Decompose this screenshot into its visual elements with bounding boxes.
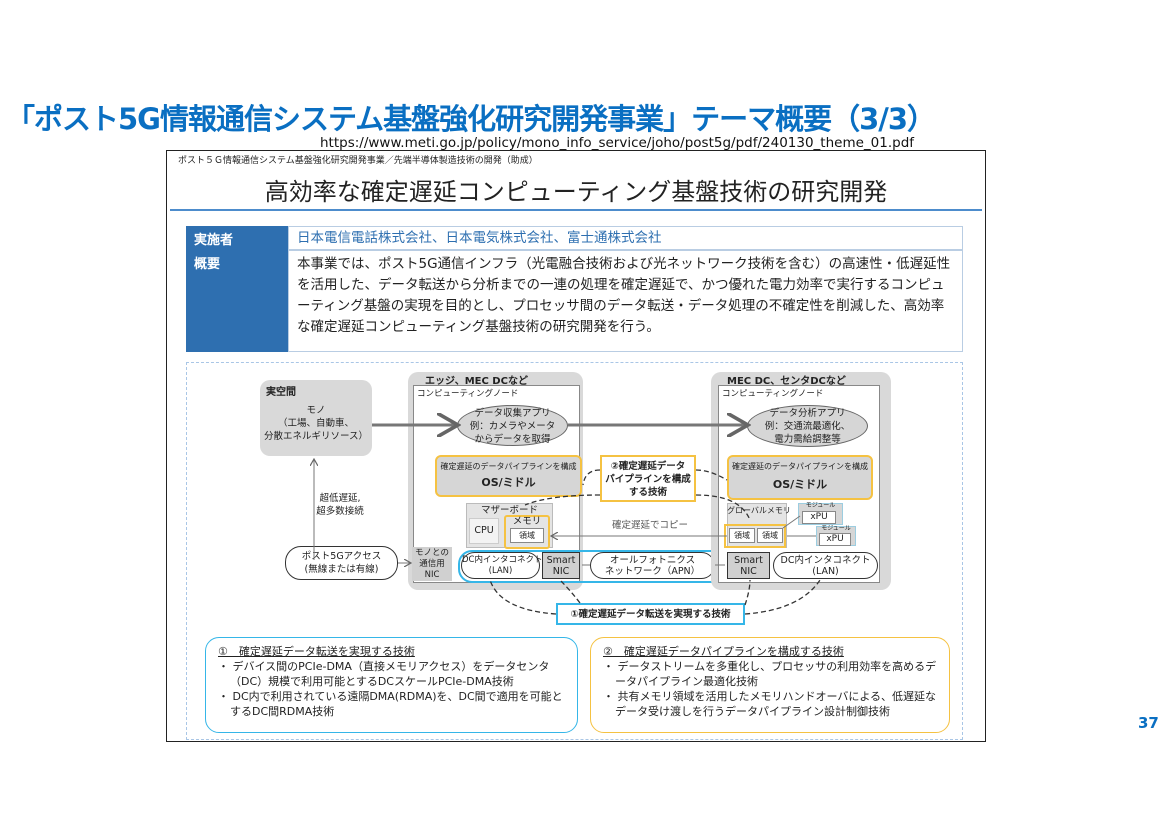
dc-region-2: 領域 — [757, 528, 783, 543]
copy-label: 確定遅延でコピー — [611, 520, 688, 531]
note-transfer-item: ・ DC内で利用されている遠隔DMA(RDMA)を、DC間で適用を可能とするDC… — [218, 690, 563, 718]
pipeline-tech-box: ②確定遅延データ パイプラインを構成 する技術 — [600, 455, 696, 502]
edge-os-box — [435, 455, 582, 497]
transfer-tech-box: ①確定遅延データ転送を実現する技術 — [556, 603, 745, 625]
dash-pipeline-right — [695, 469, 728, 481]
thing-nic: モノとの 通信用 NIC — [412, 547, 452, 581]
xpu-1: xPU — [802, 511, 836, 524]
value-overview: 本事業では、ポスト5G通信インフラ（光電融合技術および光ネットワーク技術を含む）… — [288, 250, 963, 352]
edge-os: OS/ミドル — [481, 476, 536, 489]
dc-os: OS/ミドル — [772, 478, 828, 491]
module-label-1: モジュール — [805, 502, 836, 509]
global-memory-label: グローバルメモリ — [727, 506, 791, 515]
label-overview: 概要 — [186, 250, 288, 352]
note-pipeline: ② 確定遅延データパイプラインを構成する技術 ・ データストリームを多重化し、プ… — [590, 637, 950, 733]
dash-pipeline-left — [582, 469, 601, 486]
edge-os-caption: 確定遅延のデータパイプラインを構成 — [440, 462, 577, 471]
note-transfer-item: ・ デバイス間のPCIe-DMA（直接メモリアクセス）をデータセンタ（DC）規模… — [218, 660, 550, 688]
xpu-2: xPU — [819, 533, 851, 546]
edge-lan: DC内インタコネクト (LAN) — [461, 552, 542, 579]
apn: オールフォトニクス ネットワーク（APN） — [590, 552, 715, 579]
note-pipeline-item: ・ データストリームを多重化し、プロセッサの利用効率を高めるデータパイプライン最… — [603, 660, 937, 688]
cpu: CPU — [469, 518, 499, 544]
low-latency-label: 超低遅延, 超多数接続 — [316, 493, 364, 517]
dc-smartnic: Smart NIC — [727, 552, 770, 579]
edge-node-label: コンピューティングノード — [417, 389, 519, 399]
title-divider — [170, 209, 982, 211]
page-number: 37 — [1138, 714, 1159, 732]
dc-node-label: コンピューティングノード — [722, 389, 824, 399]
diagram-area — [186, 362, 963, 740]
dc-title: MEC DC、センタDCなど — [727, 376, 846, 387]
dash-transfer-lan — [489, 579, 557, 615]
dash-pipeline-gmem — [695, 494, 751, 521]
dc-app: データ分析アプリ 例：交通流最適化、 電力需給調整等 — [747, 405, 868, 447]
note-pipeline-title: ② 確定遅延データパイプラインを構成する技術 — [603, 645, 844, 658]
label-implementer: 実施者 — [186, 226, 288, 250]
motherboard-label: マザーボード — [480, 505, 538, 516]
dc-lan: DC内インタコネクト (LAN) — [773, 552, 878, 579]
module-label-2: モジュール — [821, 525, 851, 532]
dc-region-1: 領域 — [729, 528, 755, 543]
real-space-body: モノ （工場、自動車、 分散エネルギリソース） — [263, 405, 369, 442]
dash-transfer-dc-nic — [744, 579, 751, 606]
edge-title: エッジ、MEC DCなど — [425, 376, 528, 387]
doc-title: 高効率な確定遅延コンピューティング基盤技術の研究開発 — [264, 178, 888, 206]
dash-pipeline-mem — [524, 494, 601, 506]
access-pill: ポスト5Gアクセス (無線または有線) — [285, 546, 398, 580]
edge-region: 領域 — [510, 528, 544, 543]
note-pipeline-item: ・ 共有メモリ領域を活用したメモリハンドオーバによる、低遅延なデータ受け渡しを行… — [603, 690, 937, 718]
source-url[interactable]: https://www.meti.go.jp/policy/mono_info_… — [320, 135, 915, 151]
value-implementer: 日本電信電話株式会社、日本電気株式会社、富士通株式会社 — [288, 226, 963, 250]
real-space-box — [260, 380, 372, 456]
dc-os-box — [727, 455, 873, 500]
memory-label: メモリ — [512, 516, 542, 527]
embedded-document — [166, 150, 986, 742]
note-transfer-title: ① 確定遅延データ転送を実現する技術 — [218, 645, 415, 658]
real-space-title: 実空間 — [266, 387, 296, 398]
edge-app: データ収集アプリ 例：カメラやメータ からデータを取得 — [457, 405, 568, 446]
dc-os-caption: 確定遅延のデータパイプラインを構成 — [732, 462, 868, 471]
arrow-xpu — [782, 515, 816, 537]
note-transfer: ① 確定遅延データ転送を実現する技術 ・ デバイス間のPCIe-DMA（直接メモ… — [205, 637, 578, 733]
dash-transfer-dc-lan — [744, 579, 821, 615]
doc-header: ポスト５Ｇ情報通信システム基盤強化研究開発事業／先端半導体製造技術の開発（助成） — [178, 156, 538, 166]
dash-transfer-nic — [559, 579, 581, 604]
edge-smartnic: Smart NIC — [542, 552, 580, 579]
edge-memory — [504, 515, 550, 549]
slide-title: 「ポスト5G情報通信システム基盤強化研究開発事業」テーマ概要（3/3） — [6, 102, 936, 136]
